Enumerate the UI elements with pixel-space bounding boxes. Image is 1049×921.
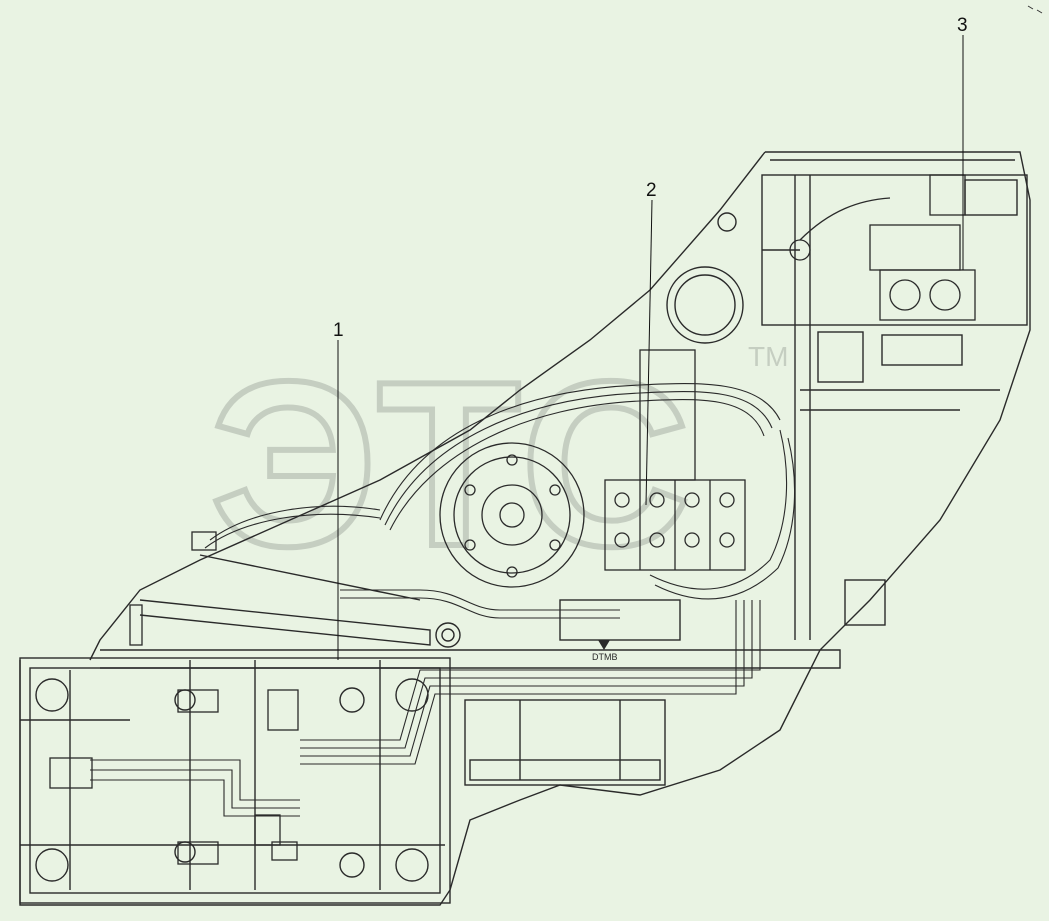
corner-mark-icon: [1027, 5, 1043, 14]
pump-assembly: [789, 174, 976, 321]
chassis-outline: [19, 151, 1031, 906]
callout-2: 2: [646, 180, 657, 201]
leader-line-2: [645, 199, 653, 506]
watermark-tm: TM: [748, 341, 788, 372]
stencil-arrow-icon: [598, 640, 610, 650]
callout-1: 1: [333, 320, 344, 341]
leader-lines: [337, 35, 964, 660]
watermark-text: ЭТС: [210, 332, 690, 595]
fittings: [49, 531, 299, 865]
stencil-marker: DTMB: [592, 640, 618, 662]
callout-3: 3: [957, 15, 968, 36]
stencil-label: DTMB: [592, 652, 618, 662]
control-valve-block: [604, 349, 746, 571]
watermark: ЭТС TM: [207, 329, 788, 598]
hose-bundles: [90, 383, 796, 817]
ports: [35, 212, 744, 882]
rotary-joint: [439, 442, 585, 588]
